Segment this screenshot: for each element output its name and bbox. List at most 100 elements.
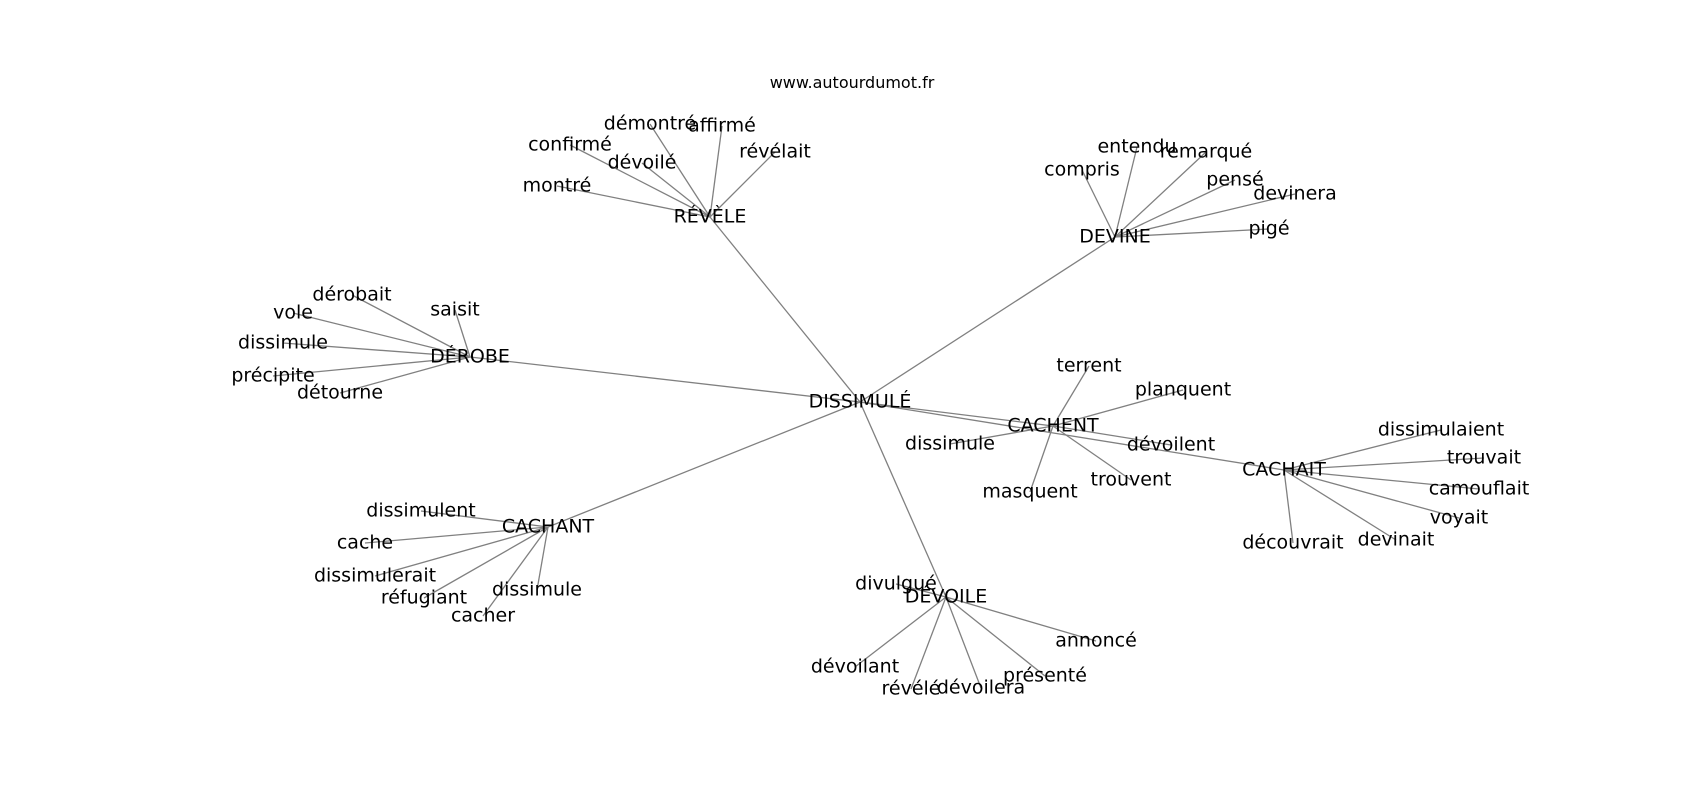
edge-leaf [351, 294, 471, 358]
edge-leaf [1283, 429, 1442, 471]
leaf-word-node[interactable]: planquent [1135, 379, 1231, 401]
cluster-word-node[interactable]: CACHAIT [1242, 459, 1326, 481]
edge-leaf [709, 151, 776, 218]
edge-center-to-5 [547, 401, 861, 528]
leaf-word-node[interactable]: dissimulent [366, 500, 475, 522]
edge-leaf [423, 526, 549, 599]
leaf-word-node[interactable]: montré [523, 175, 592, 197]
edge-leaf [1029, 425, 1054, 493]
edge-leaf [374, 526, 549, 577]
edge-leaf [945, 596, 1046, 677]
leaf-word-node[interactable]: dévoilent [1127, 434, 1215, 456]
leaf-word-node[interactable]: vole [273, 302, 313, 324]
edge-leaf [945, 596, 982, 689]
leaf-word-node[interactable]: entendu [1097, 136, 1176, 158]
leaf-word-node[interactable]: devinera [1253, 183, 1336, 205]
edge-leaf [556, 185, 711, 218]
edge-leaf [272, 356, 471, 377]
edge-leaf [1283, 469, 1480, 490]
edge-leaf [709, 125, 723, 218]
leaf-word-node[interactable]: dissimule [905, 433, 995, 455]
leaf-word-node[interactable]: découvrait [1242, 532, 1343, 554]
leaf-word-node[interactable]: dissimule [238, 332, 328, 354]
leaf-word-node[interactable]: précipite [231, 365, 314, 387]
edge-leaf [1052, 365, 1090, 427]
leaf-word-node[interactable]: trouvent [1091, 469, 1172, 491]
leaf-word-node[interactable]: camouflait [1429, 478, 1530, 500]
leaf-word-node[interactable]: démontré [604, 113, 696, 135]
edge-leaf [1114, 193, 1296, 238]
edge-leaf [910, 596, 947, 690]
edge-leaf [1052, 389, 1184, 427]
edge-leaf [569, 144, 711, 218]
edge-leaf [1114, 146, 1138, 238]
leaf-word-node[interactable]: masquent [982, 481, 1077, 503]
edge-leaf [1283, 457, 1485, 471]
leaf-word-node[interactable]: pigé [1248, 218, 1289, 240]
edge-center-to-6 [859, 401, 947, 598]
leaf-word-node[interactable]: pensé [1206, 169, 1263, 191]
edge-leaf [1283, 469, 1294, 544]
edge-leaf [536, 526, 549, 591]
edge-leaf [1283, 469, 1460, 519]
leaf-word-node[interactable]: compris [1044, 159, 1120, 181]
leaf-word-node[interactable]: voyait [1430, 507, 1488, 529]
cluster-word-node[interactable]: DÉROBE [430, 345, 510, 368]
edge-leaf [364, 526, 549, 544]
edge-leaf [339, 356, 471, 394]
leaf-word-node[interactable]: révélé [882, 678, 941, 700]
leaf-word-node[interactable]: dissimulaient [1378, 419, 1504, 441]
edge-leaf [649, 123, 711, 218]
leaf-word-node[interactable]: confirmé [528, 134, 612, 156]
leaf-word-node[interactable]: dévoilant [811, 656, 899, 678]
edge-center-to-2 [469, 356, 861, 403]
cluster-word-node[interactable]: DEVINE [1079, 226, 1150, 248]
site-url: www.autourdumot.fr [770, 73, 935, 92]
cluster-word-node[interactable]: CACHANT [502, 516, 595, 538]
leaf-word-node[interactable]: dévoilera [937, 677, 1025, 699]
edge-leaf [1052, 425, 1172, 446]
edge-leaf [482, 526, 549, 617]
leaf-word-node[interactable]: annoncé [1055, 630, 1137, 652]
edge-center-to-4 [859, 401, 1285, 471]
edge-leaf [895, 583, 947, 598]
leaf-word-node[interactable]: divulgué [855, 573, 937, 595]
leaf-word-node[interactable]: détourne [297, 382, 383, 404]
leaf-word-node[interactable]: réfugiant [381, 587, 467, 609]
cluster-word-node[interactable]: DÉVOILE [905, 585, 987, 608]
leaf-word-node[interactable]: trouvait [1447, 447, 1521, 469]
edge-leaf [292, 312, 471, 358]
edge-leaf [1081, 169, 1116, 238]
edge-leaf [945, 596, 1097, 642]
edge-leaf [1114, 151, 1207, 238]
edge-leaf [282, 342, 471, 358]
cluster-word-node[interactable]: CACHENT [1007, 415, 1099, 437]
leaf-word-node[interactable]: dissimulerait [314, 565, 436, 587]
edge-leaf [854, 596, 947, 668]
edge-leaf [949, 425, 1054, 445]
leaf-word-node[interactable]: dissimule [492, 579, 582, 601]
leaf-word-node[interactable]: devinait [1358, 529, 1435, 551]
edge-leaf [454, 309, 471, 358]
edge-center-to-1 [859, 236, 1116, 403]
leaf-word-node[interactable]: affirmé [688, 115, 756, 137]
edge-leaf [1114, 228, 1270, 238]
leaf-word-node[interactable]: terrent [1056, 355, 1121, 377]
leaf-word-node[interactable]: saisit [430, 299, 479, 321]
edge-center-to-0 [709, 216, 861, 403]
leaf-word-node[interactable]: dérobait [312, 284, 391, 306]
leaf-word-node[interactable]: cacher [451, 605, 515, 627]
leaf-word-node[interactable]: remarqué [1160, 141, 1253, 163]
cluster-word-node[interactable]: RÉVÈLE [674, 205, 747, 228]
edge-leaf [1114, 179, 1236, 238]
edge-leaf [641, 162, 711, 218]
leaf-word-node[interactable]: cache [337, 532, 393, 554]
leaf-word-node[interactable]: révélait [739, 141, 811, 163]
leaf-word-node[interactable]: présenté [1003, 665, 1087, 687]
leaf-word-node[interactable]: dévoilé [608, 152, 677, 174]
edge-leaf [420, 510, 549, 528]
graph-edges [272, 123, 1485, 690]
center-word-node[interactable]: DISSIMULÉ [809, 390, 912, 413]
